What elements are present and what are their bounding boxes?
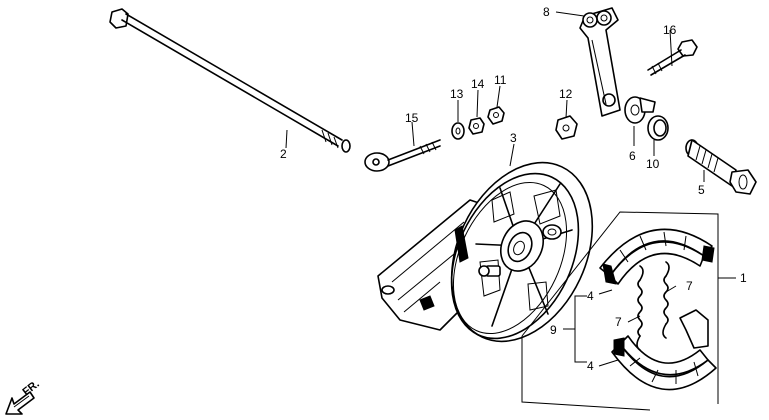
- arm-nut-part: [555, 115, 578, 140]
- adjusting-nut-part: [487, 106, 505, 125]
- callout-15: 15: [405, 111, 419, 125]
- callout-14: 14: [471, 77, 485, 91]
- lock-nut-part: [468, 117, 485, 135]
- dust-seal-part: [647, 115, 669, 141]
- callout-3: 3: [510, 131, 517, 145]
- callout-11: 11: [494, 73, 507, 87]
- callout-10: 10: [646, 157, 660, 171]
- callout-2: 2: [280, 147, 287, 161]
- shoe-spring-left-part: [636, 265, 644, 351]
- callout-4-upper: 4: [587, 289, 594, 303]
- front-direction-label: FR.: [20, 378, 41, 398]
- brake-cam-part: [685, 139, 757, 195]
- axle-part: [109, 8, 351, 153]
- leader-lines: [285, 11, 705, 367]
- washer-part: [451, 122, 465, 140]
- brake-shoe-upper-part: [599, 228, 715, 285]
- callout-7-left: 7: [615, 315, 622, 329]
- callout-8: 8: [543, 5, 550, 19]
- callout-16: 16: [663, 23, 677, 37]
- callout-4-lower: 4: [587, 359, 594, 373]
- callout-6: 6: [629, 149, 636, 163]
- callout-1: 1: [740, 271, 747, 285]
- callout-12: 12: [559, 87, 573, 101]
- shoe-spring-right-part: [662, 261, 670, 339]
- brake-arm-part: [579, 7, 621, 117]
- callout-5: 5: [698, 183, 705, 197]
- callout-9: 9: [550, 323, 557, 337]
- adjuster-bolt-part: [364, 139, 441, 172]
- assembly-bracket: [521, 211, 736, 411]
- callout-13: 13: [450, 87, 464, 101]
- wear-indicator-part: [624, 96, 656, 124]
- brake-shoe-lower-part: [611, 309, 717, 391]
- arm-bolt-part: [647, 39, 698, 76]
- brake-panel-part: [377, 161, 594, 343]
- front-direction-arrow-icon: [5, 391, 35, 415]
- callout-7-right: 7: [686, 279, 693, 293]
